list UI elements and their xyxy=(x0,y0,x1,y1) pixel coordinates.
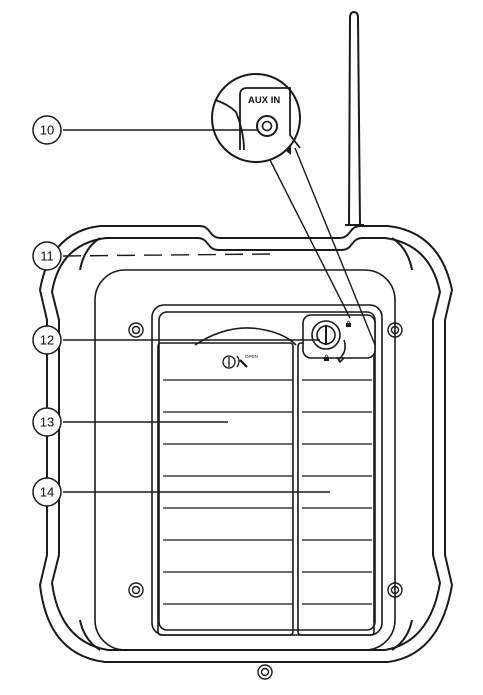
door-lock-knob: OPEN xyxy=(222,354,258,369)
magnifier-circle xyxy=(211,73,301,163)
screw-top-left xyxy=(128,322,144,338)
aux-arrow-marker xyxy=(285,145,291,155)
callout-12: 12 xyxy=(32,325,62,355)
screw-bottom-left xyxy=(128,582,144,598)
screw-bottom-right xyxy=(387,582,403,598)
open-label: OPEN xyxy=(245,354,258,359)
inner-body xyxy=(94,269,396,651)
battery-door xyxy=(157,327,297,636)
aux-panel xyxy=(239,87,301,150)
lock-dial xyxy=(302,314,376,364)
screw-top-right xyxy=(387,322,403,338)
battery-cells-left xyxy=(163,379,293,605)
antenna xyxy=(345,10,364,226)
callout-13: 13 xyxy=(32,407,62,437)
callout-10: 10 xyxy=(32,115,62,145)
callout-13-label: 13 xyxy=(40,415,54,430)
leader-11 xyxy=(62,253,271,257)
callout-12-label: 12 xyxy=(40,333,54,348)
lock-icon xyxy=(346,320,351,327)
callout-11: 11 xyxy=(32,241,62,271)
device-housing xyxy=(38,225,454,663)
battery-pack-right xyxy=(297,342,375,636)
callout-11-label: 11 xyxy=(40,249,54,264)
screw-bottom-center xyxy=(257,664,273,680)
aux-jack xyxy=(256,115,278,137)
aux-magnifier: AUX IN xyxy=(211,73,301,163)
unlock-icon xyxy=(324,354,329,361)
magnifier-projection xyxy=(269,147,376,346)
callout-10-label: 10 xyxy=(40,123,54,138)
callout-14: 14 xyxy=(32,477,62,507)
mounting-screws xyxy=(128,322,403,680)
battery-cells-right xyxy=(302,379,372,605)
leader-lines xyxy=(62,129,330,493)
aux-in-label: AUX IN xyxy=(248,95,280,106)
callout-14-label: 14 xyxy=(40,485,54,500)
